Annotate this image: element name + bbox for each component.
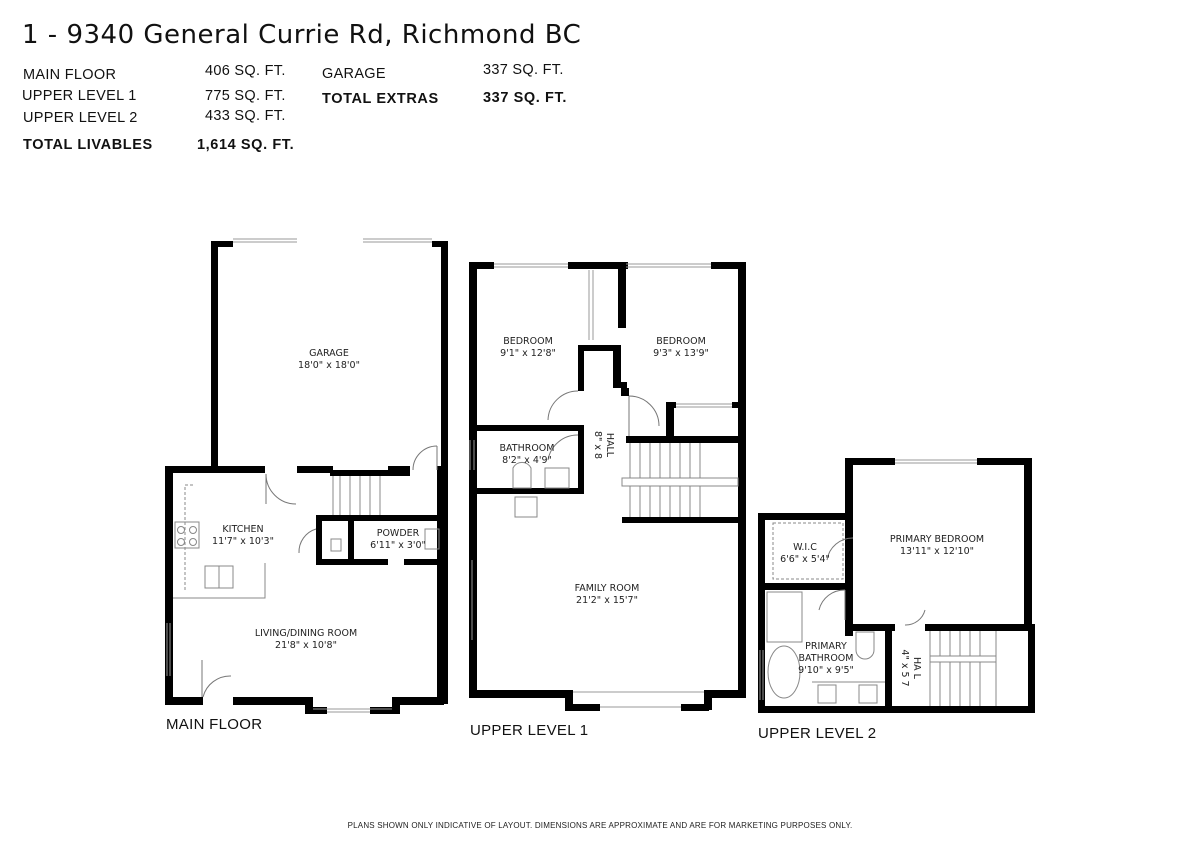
room-bathroom: BATHROOM 8'2" x 4'9" [500,443,555,467]
room-garage: GARAGE 18'0" x 18'0" [298,348,360,372]
room-dimensions: 6'11" x 3'0" [370,540,426,551]
total-livables-label: TOTAL LIVABLES [23,137,153,153]
room-dimensions: 21'8" x 10'8" [275,640,337,651]
room-name: HA L [911,657,922,679]
room-family-room: FAMILY ROOM 21'2" x 15'7" [575,583,640,607]
room-dimensions: 18'0" x 18'0" [298,360,360,371]
main-floor-area-label: MAIN FLOOR [23,67,117,83]
room-name: BATHROOM [499,443,555,454]
total-extras-label: TOTAL EXTRAS [322,91,439,107]
room-name: W.I.C [793,542,817,553]
room-dimensions: 9'3" x 13'9" [653,348,709,359]
total-livables-value: 1,614 SQ. FT. [197,137,295,153]
room-dimensions: 4" x 5 7 [899,649,910,687]
room-name: HALL [604,432,615,458]
room-dimensions: 8" x 8 [592,430,603,460]
room-primary-bathroom: PRIMARY BATHROOM 9'10" x 9'5" [798,641,854,677]
room-dimensions: 6'6" x 5'4" [780,554,830,565]
room-name: PRIMARY [805,641,847,652]
upper-level-2-area-value: 433 SQ. FT. [205,108,286,124]
room-name: GARAGE [309,348,349,359]
room-name: POWDER [376,528,420,539]
upper-level-1-area-value: 775 SQ. FT. [205,88,286,104]
room-powder: POWDER 6'11" x 3'0" [370,528,426,552]
room-hall-upper-1: HALL 8" x 8 [591,431,615,459]
room-dimensions: 8'2" x 4'9" [502,455,552,466]
room-name: BEDROOM [503,336,553,347]
room-dimensions: 21'2" x 15'7" [576,595,638,606]
room-wic: W.I.C 6'6" x 5'4" [780,542,830,566]
main-floor-area-value: 406 SQ. FT. [205,63,286,79]
room-dimensions: 11'7" x 10'3" [212,536,274,547]
garage-area-label: GARAGE [322,66,386,82]
property-title: 1 - 9340 General Currie Rd, Richmond BC [22,20,582,50]
floor-label-main: MAIN FLOOR [166,716,263,733]
upper-level-1-area-label: UPPER LEVEL 1 [22,88,137,104]
room-name: PRIMARY BEDROOM [889,534,985,545]
room-name: FAMILY ROOM [574,583,640,594]
floor-label-upper-1: UPPER LEVEL 1 [470,722,589,739]
room-bedroom-1: BEDROOM 9'1" x 12'8" [500,336,556,360]
room-dimensions: 9'1" x 12'8" [500,348,556,359]
disclaimer: PLANS SHOWN ONLY INDICATIVE OF LAYOUT. D… [347,821,853,830]
room-primary-bedroom: PRIMARY BEDROOM 13'11" x 12'10" [890,534,984,558]
upper-level-2-area-label: UPPER LEVEL 2 [23,110,138,126]
room-name: BEDROOM [656,336,706,347]
total-extras-value: 337 SQ. FT. [483,90,567,106]
room-kitchen: KITCHEN 11'7" x 10'3" [212,524,274,548]
floor-label-upper-2: UPPER LEVEL 2 [758,725,877,742]
room-name: KITCHEN [222,524,264,535]
room-dimensions: 9'10" x 9'5" [798,665,854,676]
room-bedroom-2: BEDROOM 9'3" x 13'9" [653,336,709,360]
room-hall-upper-2: HA L 4" x 5 7 [898,649,922,686]
room-name: LIVING/DINING ROOM [254,628,358,639]
room-dimensions: 13'11" x 12'10" [900,546,974,557]
garage-area-value: 337 SQ. FT. [483,62,564,78]
room-name-line-2: BATHROOM [798,653,854,664]
room-living-dining: LIVING/DINING ROOM 21'8" x 10'8" [255,628,357,652]
